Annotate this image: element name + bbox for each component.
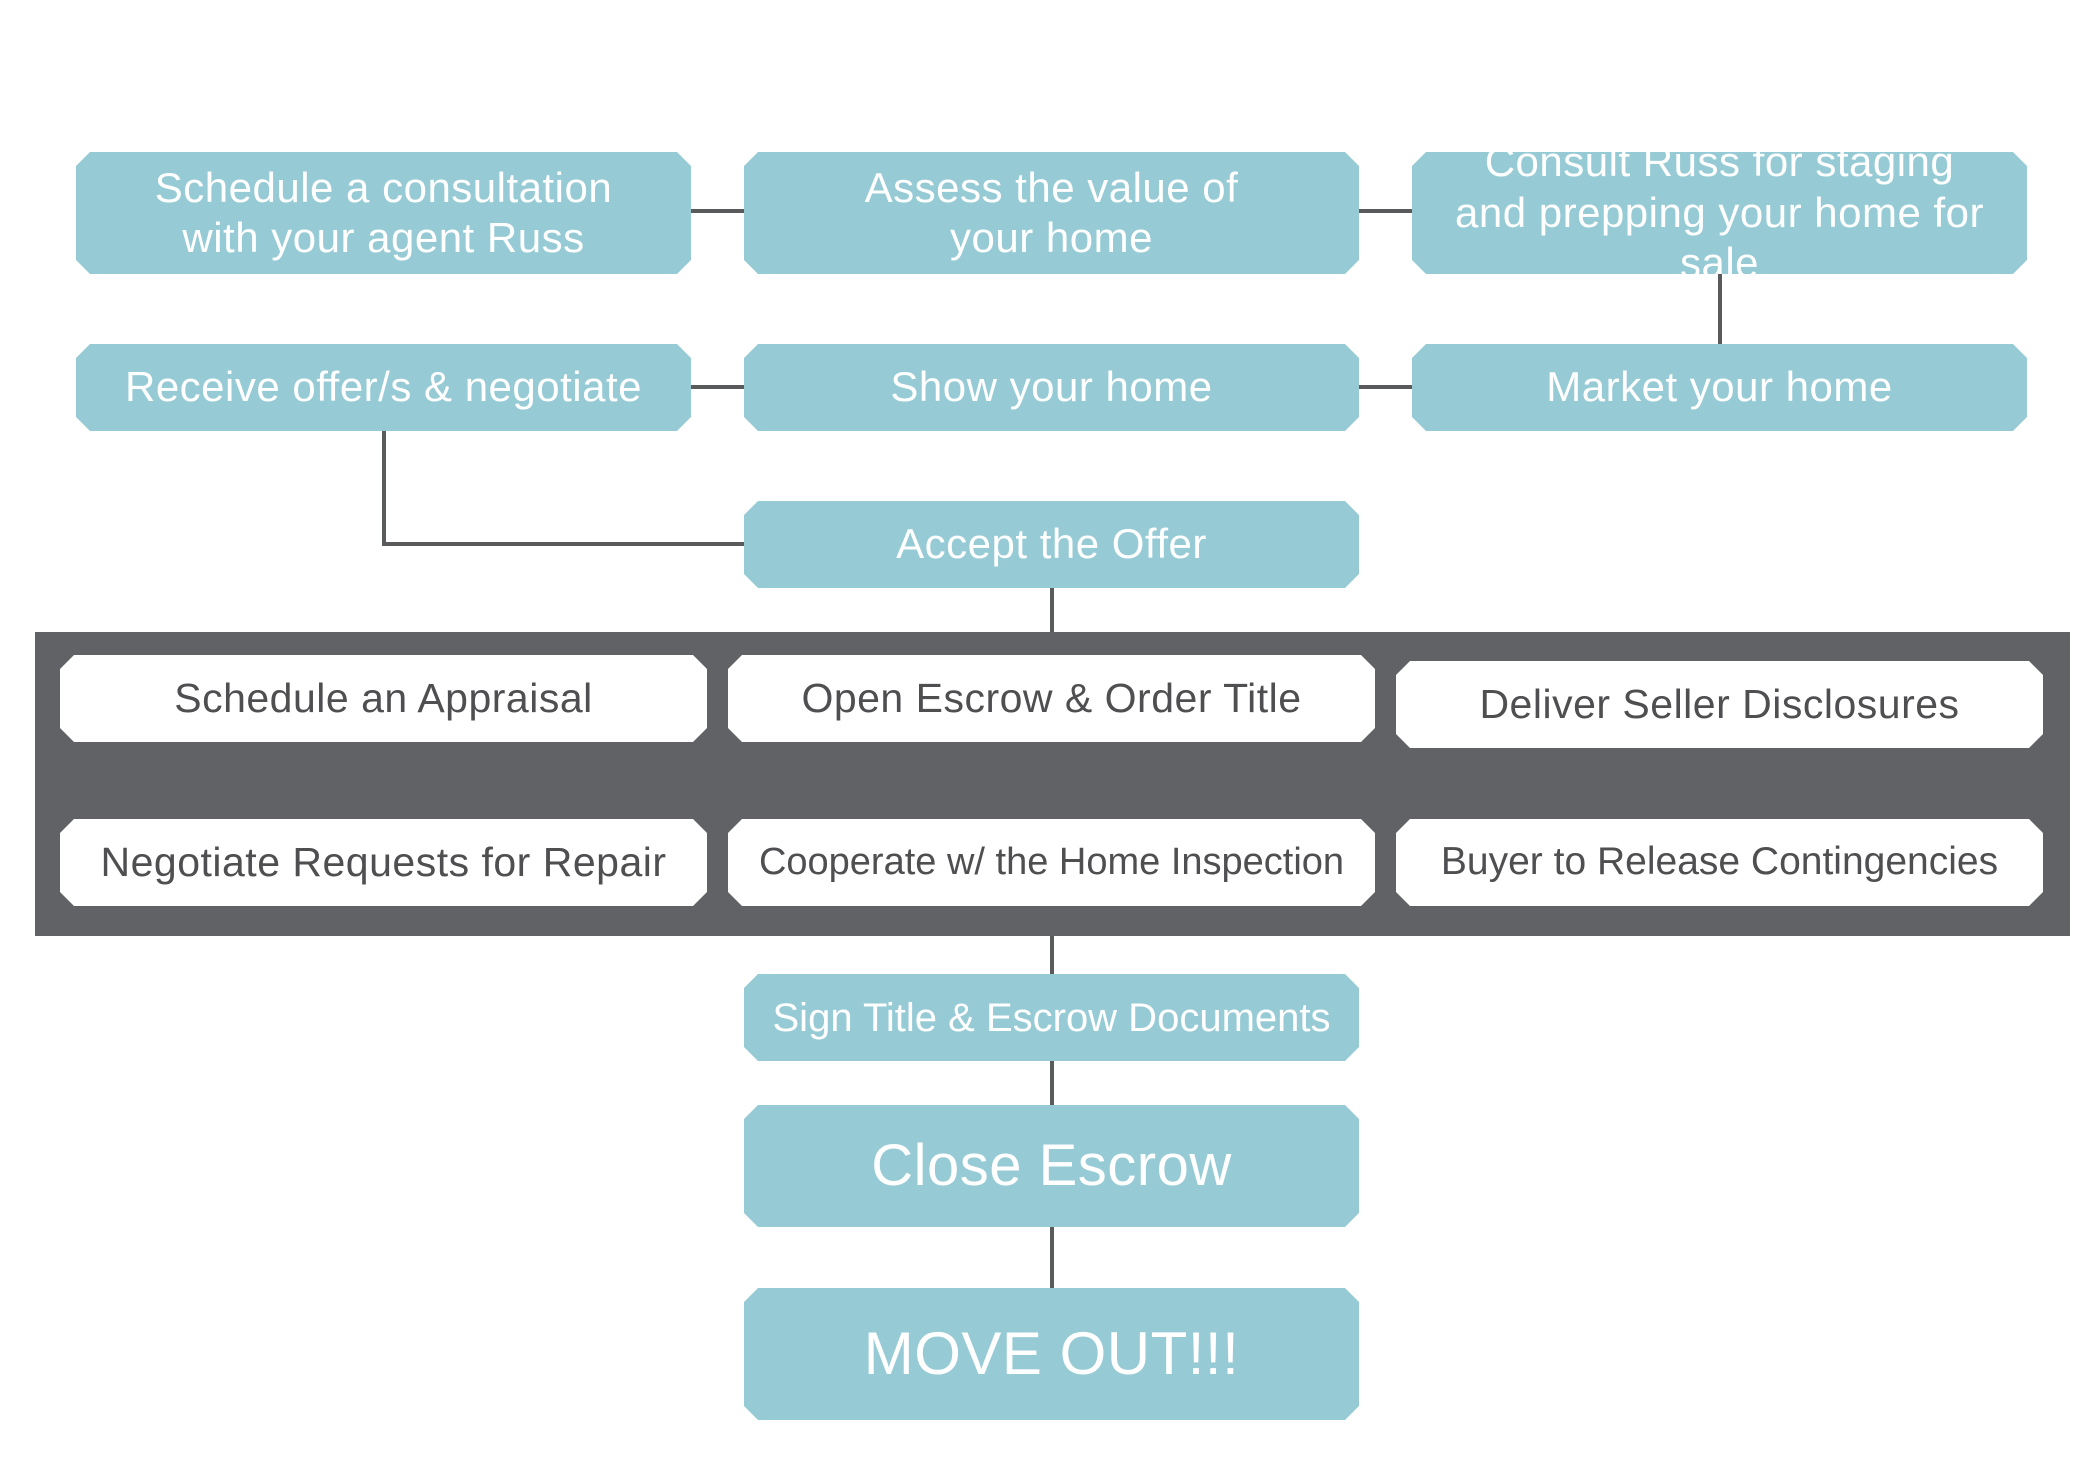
- step-move-out: MOVE OUT!!!: [744, 1288, 1359, 1420]
- step-consult-staging: Consult Russ for staging and prepping yo…: [1412, 152, 2027, 274]
- step-show-home-label: Show your home: [890, 363, 1213, 411]
- step-schedule-consultation-label: Schedule a consultation with your agent …: [154, 163, 613, 261]
- task-open-escrow-label: Open Escrow & Order Title: [801, 674, 1302, 721]
- task-release-contingencies-label: Buyer to Release Contingencies: [1440, 840, 1999, 884]
- task-negotiate-repairs: Negotiate Requests for Repair: [60, 819, 707, 906]
- step-accept-offer-label: Accept the Offer: [896, 520, 1207, 568]
- step-accept-offer: Accept the Offer: [744, 501, 1359, 588]
- step-consult-staging-label: Consult Russ for staging and prepping yo…: [1455, 138, 1984, 287]
- task-deliver-disclosures-label: Deliver Seller Disclosures: [1479, 680, 1960, 727]
- task-deliver-disclosures: Deliver Seller Disclosures: [1396, 661, 2043, 748]
- task-schedule-appraisal: Schedule an Appraisal: [60, 655, 707, 742]
- task-open-escrow: Open Escrow & Order Title: [728, 655, 1375, 742]
- step-close-escrow: Close Escrow: [744, 1105, 1359, 1227]
- step-schedule-consultation: Schedule a consultation with your agent …: [76, 152, 691, 274]
- step-sign-documents: Sign Title & Escrow Documents: [744, 974, 1359, 1061]
- connector-receive-accept: [382, 430, 745, 546]
- step-assess-value: Assess the value of your home: [744, 152, 1359, 274]
- task-cooperate-inspection-label: Cooperate w/ the Home Inspection: [758, 840, 1345, 883]
- task-negotiate-repairs-label: Negotiate Requests for Repair: [100, 838, 667, 885]
- task-release-contingencies: Buyer to Release Contingencies: [1396, 819, 2043, 906]
- step-market-home: Market your home: [1412, 344, 2027, 431]
- task-schedule-appraisal-label: Schedule an Appraisal: [174, 674, 593, 721]
- step-sign-documents-label: Sign Title & Escrow Documents: [772, 995, 1331, 1040]
- step-market-home-label: Market your home: [1546, 363, 1893, 411]
- step-show-home: Show your home: [744, 344, 1359, 431]
- step-move-out-label: MOVE OUT!!!: [863, 1320, 1240, 1387]
- step-assess-value-label: Assess the value of your home: [864, 163, 1239, 261]
- step-close-escrow-label: Close Escrow: [871, 1133, 1232, 1199]
- step-receive-offers: Receive offer/s & negotiate: [76, 344, 691, 431]
- task-cooperate-inspection: Cooperate w/ the Home Inspection: [728, 819, 1375, 906]
- step-receive-offers-label: Receive offer/s & negotiate: [124, 363, 643, 411]
